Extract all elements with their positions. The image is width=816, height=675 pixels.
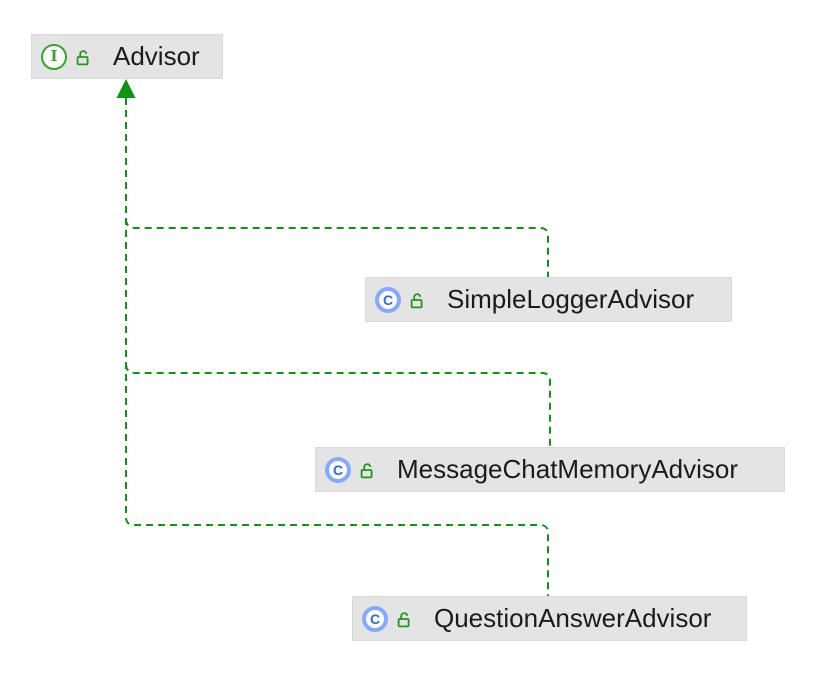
edge-questionansweradvisor-to-advisor [125,98,549,596]
node-label: QuestionAnswerAdvisor [434,603,712,633]
node-label: SimpleLoggerAdvisor [447,284,695,314]
node-label: Advisor [113,41,200,71]
node-label: MessageChatMemoryAdvisor [397,454,739,484]
open-lock-icon [397,611,410,627]
interface-icon-letter: I [50,47,58,65]
class-icon: C [362,605,388,632]
class-icon: C [325,456,351,483]
node-message-chat-memory-advisor[interactable]: C MessageChatMemoryAdvisor [315,447,785,492]
class-icon-letter: C [369,610,381,627]
class-icon-letter: C [382,291,394,308]
edge-simpleloggeradvisor-to-advisor [125,218,549,277]
node-simple-logger-advisor[interactable]: C SimpleLoggerAdvisor [365,277,732,322]
open-lock-icon [410,292,423,308]
open-lock-icon [76,49,89,65]
node-question-answer-advisor[interactable]: C QuestionAnswerAdvisor [352,596,747,641]
inheritance-arrowhead [116,79,136,98]
class-icon-letter: C [332,461,344,478]
edge-messagechatmemoryadvisor-to-advisor [125,363,551,447]
interface-icon: I [41,43,67,70]
open-lock-icon [360,462,373,478]
node-advisor[interactable]: I Advisor [31,34,223,79]
class-icon: C [375,286,401,313]
